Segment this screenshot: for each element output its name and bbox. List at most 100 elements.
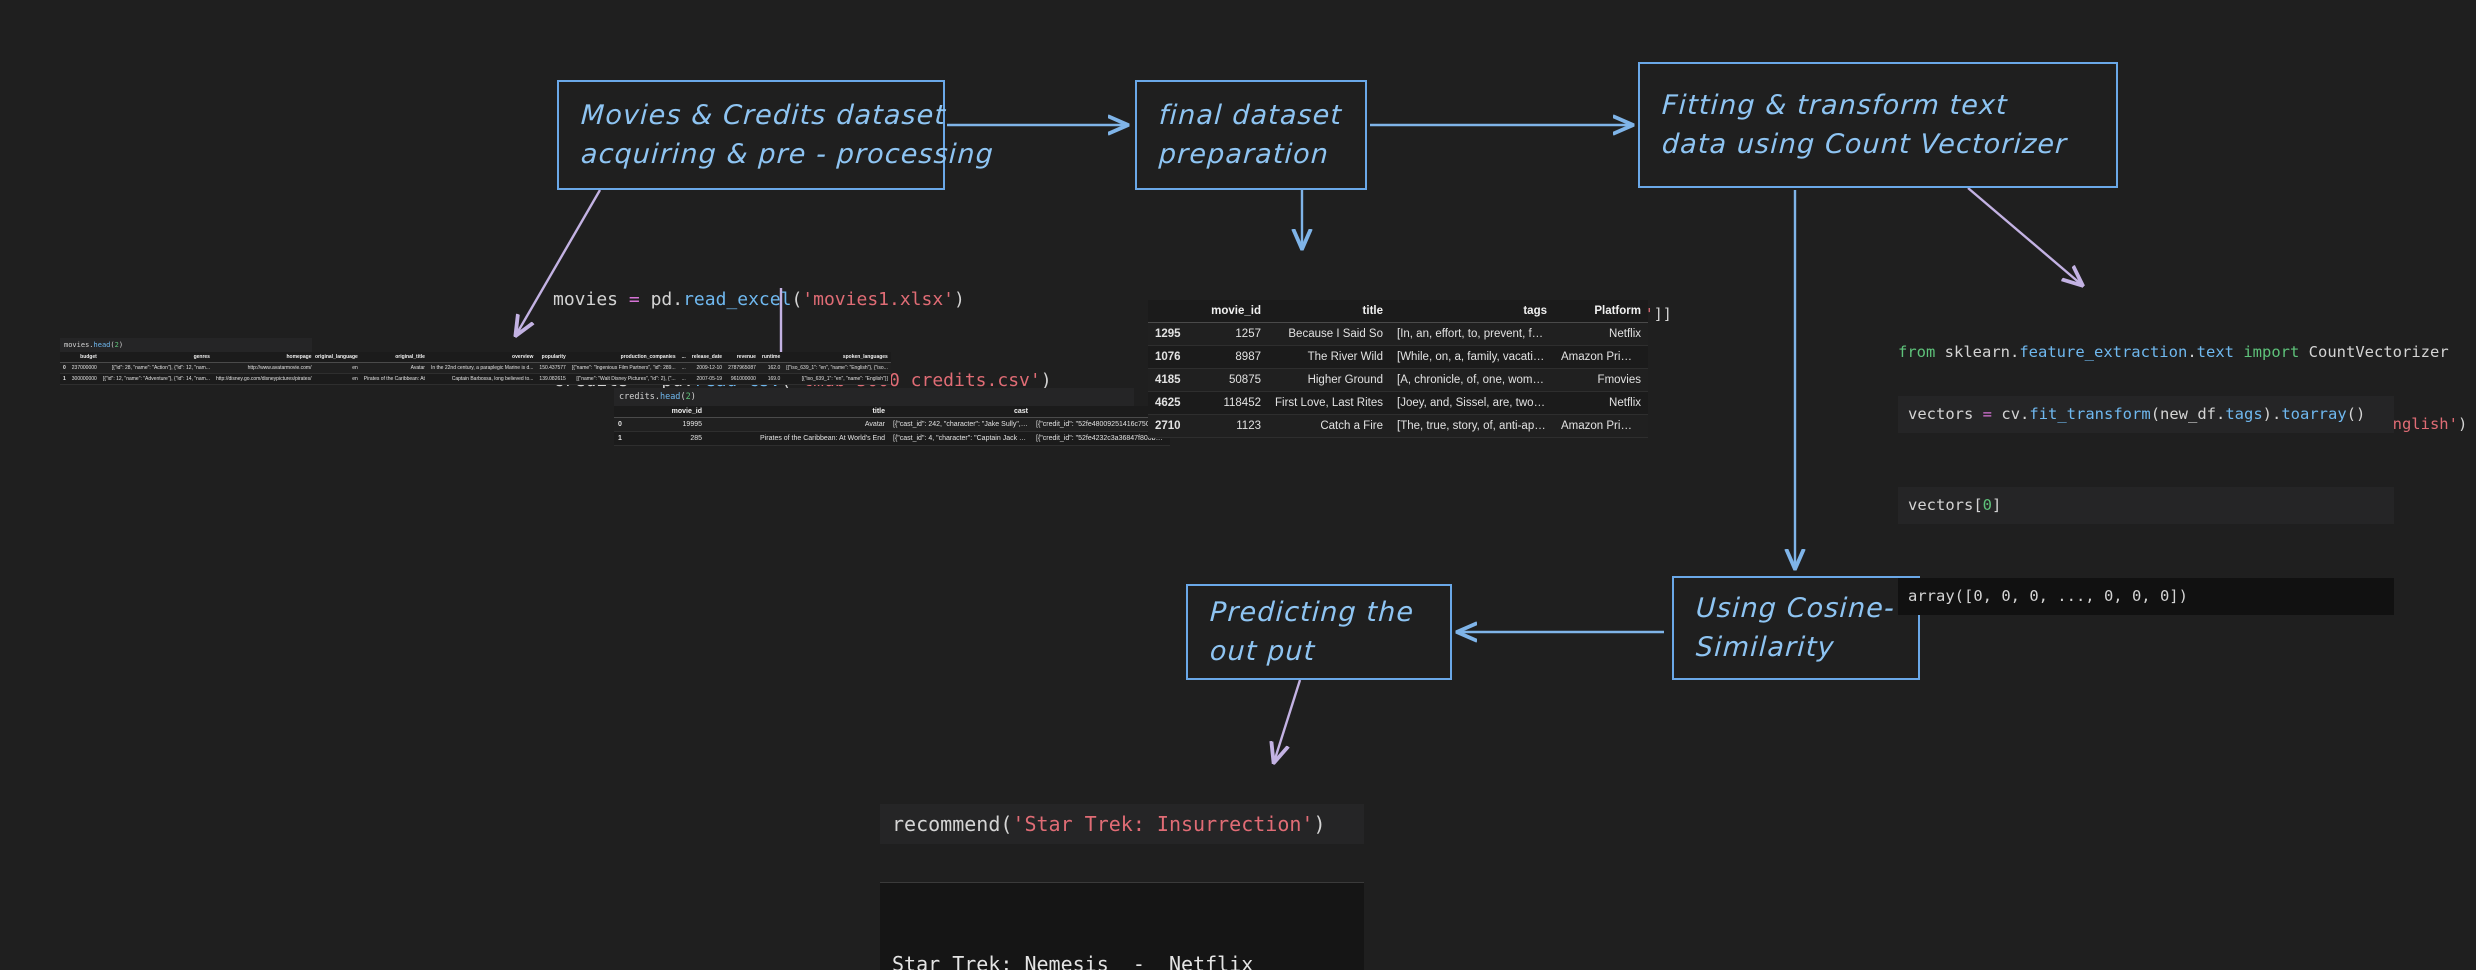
table-row: en Avatar In the 22nd century, a paraple… bbox=[312, 362, 891, 374]
cell-overview: In the 22nd century, a paraplegic Marine… bbox=[427, 362, 537, 374]
code-tail-index: ] bbox=[1992, 496, 2002, 515]
code-fn-read-excel: read_excel bbox=[683, 289, 792, 310]
code-arg-movie-title: 'Star Trek: Insurrection' bbox=[1012, 812, 1314, 836]
code-mod-text: text bbox=[2196, 343, 2234, 362]
dataframe-credits-head[interactable]: credits.head(2) movie_id title cast crew… bbox=[614, 388, 1170, 446]
code-var-vectors: vectors bbox=[1908, 405, 1974, 424]
code-fn-movies-head: head bbox=[93, 341, 111, 349]
recommend-results: Star Trek: Nemesis - Netflix Star Trek: … bbox=[880, 882, 1364, 970]
code-tail-newdf: ]] bbox=[1653, 304, 1672, 323]
flowbox-final[interactable]: final dataset preparation bbox=[1135, 80, 1367, 190]
cell-original-language: en bbox=[312, 362, 361, 374]
cell-tags: [A, chronicle, of, one, woman's, lifelon… bbox=[1390, 368, 1554, 392]
col-title: title bbox=[706, 406, 889, 418]
cell-movie-id: 118452 bbox=[1196, 391, 1268, 415]
cell-platform: Netflix bbox=[1554, 322, 1648, 346]
cell-crew: [{"credit_id": "52fe48009251416c750aca23… bbox=[1032, 417, 1170, 432]
recommend-call-line: recommend('Star Trek: Insurrection') bbox=[880, 804, 1364, 844]
code-mod-sklearn: sklearn. bbox=[1944, 343, 2020, 362]
col-runtime: runtime bbox=[758, 352, 784, 363]
cell-cast: [{"cast_id": 242, "character": "Jake Sul… bbox=[889, 417, 1032, 432]
flowbox-vectorize-line1: Fitting & transform text bbox=[1661, 89, 2009, 121]
flowbox-predict[interactable]: Predicting the out put bbox=[1186, 584, 1452, 680]
code-fn-recommend: recommend( bbox=[892, 812, 1013, 836]
code-movies-head: movies.head(2) bbox=[60, 338, 312, 352]
cell-genres: [{"id": 12, "name": "Adventure"}, {"id":… bbox=[99, 373, 213, 385]
cell-runtime: 162.0 bbox=[758, 362, 784, 374]
flowbox-final-line2: preparation bbox=[1158, 139, 1330, 170]
flowbox-acquire[interactable]: Movies & Credits dataset acquiring & pre… bbox=[557, 80, 995, 190]
cell-original-language: en bbox=[312, 373, 361, 385]
flowbox-vectorize[interactable]: Fitting & transform text data using Coun… bbox=[1638, 62, 2118, 188]
recommend-output-block[interactable]: recommend('Star Trek: Insurrection') Sta… bbox=[880, 766, 1364, 970]
cell-title: First Love, Last Rites bbox=[1268, 391, 1390, 415]
table-row: 2710 1123 Catch a Fire [The, true, story… bbox=[1148, 414, 1648, 438]
code-num-movies-head: 2 bbox=[114, 341, 119, 349]
cell-index: 1076 bbox=[1148, 345, 1196, 369]
col-revenue: revenue bbox=[725, 352, 759, 363]
cell-index: 0 bbox=[60, 362, 69, 374]
cell-production-companies: [{"name": "Ingenious Film Partners", "id… bbox=[568, 362, 679, 374]
flowbox-predict-line2: out put bbox=[1209, 636, 1317, 667]
col-platform: Platform bbox=[1554, 300, 1648, 323]
table-row: en Pirates of the Caribbean: At Captain … bbox=[312, 373, 891, 385]
cell-overview: Captain Barbossa, long believed to... bbox=[427, 373, 537, 385]
cell-index: 1 bbox=[60, 373, 69, 385]
cell-movie-id: 8987 bbox=[1196, 345, 1268, 369]
flowbox-cosine[interactable]: Using Cosine- Similarity bbox=[1672, 576, 1920, 680]
flowbox-cosine-line1: Using Cosine- bbox=[1695, 592, 1896, 624]
col-movie-id: movie_id bbox=[1196, 300, 1268, 323]
code-block-vectors[interactable]: vectors = cv.fit_transform(new_df.tags).… bbox=[1898, 348, 2394, 663]
col-ellipsis: ... bbox=[678, 352, 689, 363]
col-index bbox=[1148, 300, 1196, 323]
code-num-credits-head: 2 bbox=[685, 392, 691, 402]
col-cast: cast bbox=[889, 406, 1032, 418]
cell-platform: Amazon Prime Video bbox=[1554, 414, 1648, 438]
table-movies-head-right: original_language original_title overvie… bbox=[312, 352, 891, 385]
col-budget: budget bbox=[68, 352, 100, 363]
col-homepage: homepage bbox=[212, 352, 315, 363]
cell-tags: [In, an, effort, to, prevent, family, hi… bbox=[1390, 322, 1554, 346]
cell-budget: 237000000 bbox=[68, 362, 100, 374]
dataframe-movies-head-right[interactable]: original_language original_title overvie… bbox=[312, 352, 891, 385]
table-credits-head: movie_id title cast crew 0 19995 Avatar … bbox=[614, 406, 1170, 446]
col-genres: genres bbox=[99, 352, 213, 363]
col-popularity: popularity bbox=[536, 352, 569, 363]
cell-ellipsis: ... bbox=[678, 362, 689, 374]
flowbox-predict-line1: Predicting the bbox=[1209, 596, 1415, 628]
arrow-vectorize-to-sklearn bbox=[1967, 187, 2082, 285]
col-release-date: release_date bbox=[688, 352, 726, 363]
cell-genres: [{"id": 28, "name": "Action"}, {"id": 12… bbox=[99, 362, 213, 374]
cell-title: Catch a Fire bbox=[1268, 414, 1390, 438]
code-fn-credits-head: head bbox=[659, 392, 681, 402]
code-mod-feature-extraction: feature_extraction bbox=[2019, 343, 2188, 362]
table-header-row: original_language original_title overvie… bbox=[312, 352, 891, 363]
dataframe-movies-head-left[interactable]: movies.head(2) budget genres homepage id… bbox=[60, 338, 520, 385]
cell-title: The River Wild bbox=[1268, 345, 1390, 369]
code-obj-cv: cv. bbox=[2001, 405, 2030, 424]
table-row: 1295 1257 Because I Said So [In, an, eff… bbox=[1148, 322, 1648, 346]
cell-homepage: http://disney.go.com/disneypictures/pira… bbox=[212, 373, 315, 385]
col-title: title bbox=[1268, 300, 1390, 323]
cell-original-title: Pirates of the Caribbean: At bbox=[360, 373, 428, 385]
col-index bbox=[60, 352, 69, 363]
code-line-read-excel: movies = pd.read_excel('movies1.xlsx') bbox=[553, 289, 965, 310]
table-header-row: movie_id title tags Platform bbox=[1148, 300, 1648, 323]
cell-cast: [{"cast_id": 4, "character": "Captain Ja… bbox=[889, 431, 1032, 446]
cell-index: 0 bbox=[614, 417, 638, 432]
col-spoken-languages: spoken_languages bbox=[783, 352, 891, 363]
code-obj-pd-1: pd. bbox=[650, 289, 684, 310]
table-row: 0 19995 Avatar [{"cast_id": 242, "charac… bbox=[614, 417, 1170, 432]
code-kw-import: import bbox=[2243, 343, 2300, 362]
dataframe-newdf-sample[interactable]: movie_id title tags Platform 1295 1257 B… bbox=[1148, 300, 1648, 438]
table-row: 1076 8987 The River Wild [While, on, a, … bbox=[1148, 345, 1648, 369]
col-tags: tags bbox=[1390, 300, 1554, 323]
cell-movie-id: 285 bbox=[638, 431, 706, 446]
cell-platform: Netflix bbox=[1554, 391, 1648, 415]
cell-title: Avatar bbox=[706, 417, 889, 432]
cell-index: 2710 bbox=[1148, 414, 1196, 438]
code-var-movies: movies bbox=[553, 289, 619, 310]
table-row: 4185 50875 Higher Ground [A, chronicle, … bbox=[1148, 368, 1648, 392]
cell-index: 4185 bbox=[1148, 368, 1196, 392]
